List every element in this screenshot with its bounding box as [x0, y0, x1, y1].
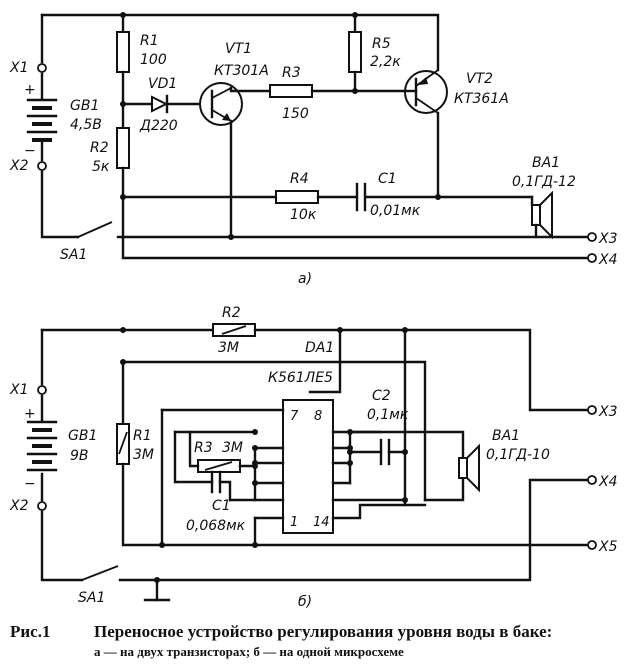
value-vd1-a: Д220	[139, 118, 178, 134]
value-c2-b: 0,1мк	[367, 407, 409, 423]
capacitor-c1-a	[355, 182, 367, 212]
label-r5-a: R5	[372, 36, 391, 52]
figure-subtitle: а — на двух транзисторах; б — на одной м…	[94, 644, 404, 659]
value-vt2-a: КТ361А	[454, 91, 509, 107]
label-gb1-a: GB1	[70, 98, 99, 114]
terminal-x1-b[interactable]	[37, 385, 47, 395]
resistor-r2-a	[116, 127, 130, 169]
pin-7: 7	[290, 409, 299, 424]
label-c1-a: C1	[378, 171, 397, 187]
sublabel-a: а)	[298, 271, 312, 287]
terminal-x4-a[interactable]	[587, 253, 597, 263]
value-r3-a: 150	[282, 106, 309, 122]
label-r2-b: R2	[222, 305, 241, 321]
transistor-vt2-a	[404, 69, 448, 114]
svg-text:−: −	[24, 143, 36, 159]
terminal-x2-a[interactable]	[37, 161, 47, 171]
figure-caption: Рис.1 Переносное устройство регулирования…	[10, 622, 552, 642]
label-gb1-b: GB1	[68, 428, 97, 444]
figure-title: Переносное устройство регулирования уров…	[94, 622, 553, 641]
svg-text:+: +	[24, 406, 36, 422]
value-gb1-a: 4,5В	[70, 117, 102, 133]
terminal-x1-a[interactable]	[37, 63, 47, 73]
label-sa1-a: SA1	[60, 247, 87, 263]
sublabel-b: б)	[298, 594, 312, 610]
label-x2-b: X2	[9, 498, 29, 514]
ic-da1-b	[282, 399, 334, 534]
pin-14: 14	[313, 515, 330, 530]
label-r3-a: R3	[282, 65, 301, 81]
top-rail-a	[40, 13, 440, 72]
label-vd1-a: VD1	[148, 76, 177, 92]
value-c1-a: 0,01мк	[370, 203, 421, 219]
speaker-ba1-a	[531, 190, 553, 240]
label-x1-a: X1	[9, 60, 29, 76]
label-c2-b: C2	[372, 388, 391, 404]
svg-text:+: +	[24, 82, 36, 98]
label-r1-a: R1	[140, 33, 159, 49]
value-r5-a: 2,2к	[370, 54, 401, 70]
switch-sa1-b	[81, 565, 119, 581]
terminal-x5-b[interactable]	[587, 540, 597, 550]
value-gb1-b: 9В	[70, 448, 89, 464]
switch-sa1-a	[77, 221, 113, 238]
value-r1-b: 3М	[133, 447, 154, 463]
label-vt2-a: VT2	[466, 71, 493, 87]
label-r1-b: R1	[133, 428, 152, 444]
label-x3-a: X3	[598, 231, 618, 247]
resistor-r1-a	[116, 31, 130, 73]
value-vt1-a: КТ301А	[214, 63, 269, 79]
label-sa1-b: SA1	[78, 590, 105, 606]
label-da1-b: DA1	[305, 340, 334, 356]
label-c1-b: C1	[212, 498, 231, 514]
label-x4-a: X4	[598, 252, 618, 268]
terminal-x3-b[interactable]	[587, 405, 597, 415]
pin-8: 8	[314, 409, 322, 424]
value-r2-a: 5к	[92, 159, 110, 175]
value-r4-a: 10к	[290, 207, 317, 223]
label-x3-b: X3	[598, 404, 618, 420]
label-x1-b: X1	[9, 382, 29, 398]
speaker-ba1-b	[458, 443, 480, 493]
resistor-r5-a	[348, 31, 362, 73]
label-vt1-a: VT1	[225, 41, 252, 57]
terminal-x3-a[interactable]	[587, 232, 597, 242]
label-ba1-b: BA1	[492, 428, 520, 444]
schematic: + − X1 X2 GB1 4,5В SA1 R1 100 R2 5к	[9, 12, 618, 610]
value-ba1-b: 0,1ГД-10	[486, 447, 550, 463]
resistor-r4-a	[275, 190, 319, 204]
value-da1-b: К561ЛЕ5	[268, 370, 333, 386]
value-r3-b: 3М	[222, 440, 243, 456]
pin-1: 1	[290, 515, 298, 530]
transistor-vt1-a	[199, 82, 243, 126]
label-r4-a: R4	[290, 171, 309, 187]
terminal-x2-b[interactable]	[37, 501, 47, 511]
circuit-b: R2 3М + − X1 X2 GB1 9В SA1	[9, 305, 618, 610]
label-x4-b: X4	[598, 474, 618, 490]
label-r2-a: R2	[90, 140, 109, 156]
diode-vd1-a	[151, 94, 169, 114]
figure-number: Рис.1	[10, 622, 51, 641]
resistor-r3-a	[269, 84, 313, 98]
value-r2-b: 3М	[218, 340, 239, 356]
label-x2-a: X2	[9, 158, 29, 174]
svg-text:−: −	[24, 476, 36, 492]
value-c1-b: 0,068мк	[186, 518, 246, 534]
battery-gb1-b: + −	[24, 406, 58, 492]
label-ba1-a: BA1	[532, 155, 560, 171]
label-x5-b: X5	[598, 539, 618, 555]
value-ba1-a: 0,1ГД-12	[512, 174, 576, 190]
terminal-x4-b[interactable]	[587, 475, 597, 485]
battery-gb1-a: + −	[24, 82, 58, 159]
circuit-a: + − X1 X2 GB1 4,5В SA1 R1 100 R2 5к	[9, 12, 618, 287]
value-r1-a: 100	[140, 52, 167, 68]
label-r3-b: R3	[194, 440, 213, 456]
